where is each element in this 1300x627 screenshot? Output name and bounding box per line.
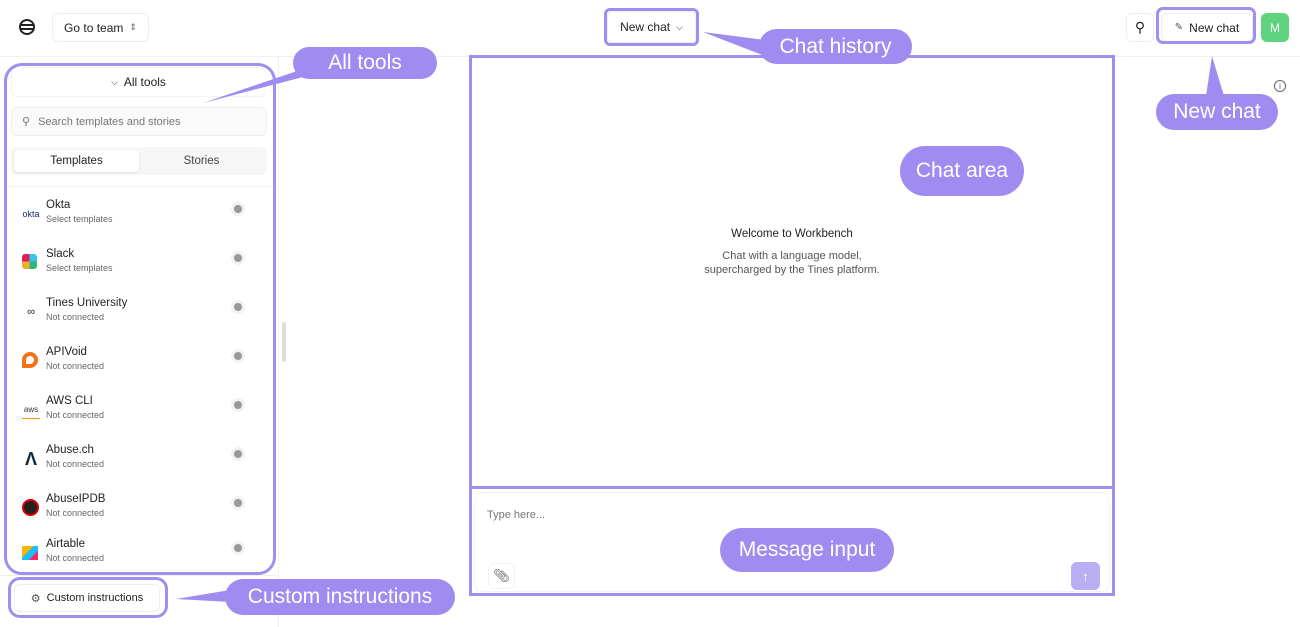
logo-icon[interactable] [19,19,35,35]
sidebar-divider [278,57,279,627]
pointer-new-chat [1206,56,1224,96]
info-icon[interactable]: i [1274,80,1286,92]
message-placeholder: Type here... [487,509,546,521]
pointer-custom-instructions [176,590,230,602]
welcome-subtitle-1: Chat with a language model, [722,250,862,262]
list-divider [8,186,274,187]
tab-bar: Templates Stories [11,147,267,175]
abuseipdb-logo-icon [22,499,39,516]
highlight-chat-history [604,8,699,46]
go-to-team-button[interactable]: Go to team⇕ [52,13,149,42]
chevron-down-icon: ⌵ [676,21,683,32]
pointer-all-tools [203,70,330,103]
sidebar-bottom-divider [0,575,278,576]
airtable-logo-icon [22,546,38,560]
status-dot [234,303,242,311]
callout-new-chat: New chat [1156,94,1278,130]
send-button[interactable]: ↑ [1071,562,1100,590]
slack-logo-icon [22,254,37,269]
paperclip-icon: 📎︎ [493,568,510,583]
status-dot [234,544,242,552]
status-dot [234,401,242,409]
chat-welcome: Welcome to Workbench Chat with a languag… [470,228,1114,277]
message-input[interactable] [474,492,1110,592]
highlight-new-chat [1156,7,1256,44]
callout-message-input: Message input [720,528,894,572]
apivoid-logo-icon [22,352,38,368]
edit-icon: ✎ [1174,22,1184,33]
welcome-subtitle-2: supercharged by the Tines platform. [704,264,880,276]
tab-stories[interactable]: Stories [183,155,220,167]
welcome-title: Welcome to Workbench [731,228,853,240]
tines-logo-icon: ∞ [27,306,35,318]
highlight-message-input [469,486,1115,596]
avatar[interactable]: M [1261,13,1289,42]
all-tools-toggle[interactable]: ⌵All tools [11,67,266,97]
search-icon: ⚲ [1134,19,1146,35]
okta-logo-icon: okta [22,209,40,219]
highlight-custom-instructions [8,577,168,618]
status-dot [234,450,242,458]
status-dot [234,254,242,262]
callout-chat-history: Chat history [759,29,912,64]
new-chat-button[interactable]: ✎New chat [1161,13,1253,42]
custom-instructions-button[interactable]: ⚙Custom instructions [14,584,160,612]
status-dot [234,352,242,360]
arrow-up-icon: ↑ [1082,568,1089,584]
chat-history-button[interactable]: New chat⌵ [607,11,696,43]
gear-icon: ⚙ [30,592,41,605]
tab-templates[interactable]: Templates [14,150,139,172]
pointer-chat-history [703,32,765,56]
callout-custom-instructions: Custom instructions [225,579,455,615]
status-dot [234,499,242,507]
aws-logo-icon: aws [22,401,40,419]
callout-all-tools: All tools [293,47,437,79]
callout-chat-area: Chat area [900,146,1024,196]
attach-button[interactable]: 📎︎ [488,563,515,589]
chevron-up-down-icon: ⇕ [129,22,137,32]
sidebar-resize-handle[interactable] [282,322,286,362]
search-icon: ⚲ [22,116,31,128]
search-button[interactable]: ⚲ [1126,13,1154,42]
status-dot [234,205,242,213]
search-input[interactable]: ⚲Search templates and stories [11,107,267,136]
abuse-ch-logo-icon: Λ [24,448,37,469]
highlight-all-tools [4,63,276,575]
chevron-down-icon: ⌵ [111,76,118,87]
